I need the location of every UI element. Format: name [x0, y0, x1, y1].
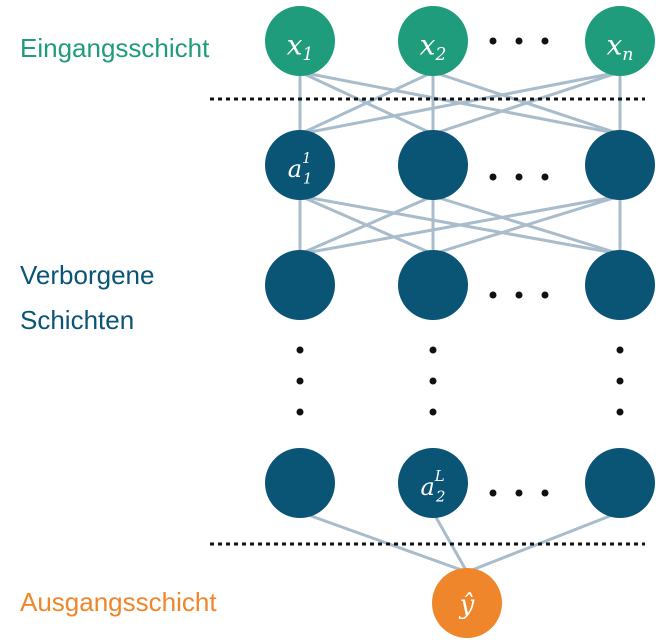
ellipsis-dot-v-2-1	[429, 408, 437, 416]
node-circle	[585, 448, 655, 518]
ellipsis-dot-h-0-2	[541, 37, 549, 45]
edge-input-2-to-hidden_first-0	[299, 70, 621, 136]
ellipsis-dot-v-0-2	[616, 346, 624, 354]
connection-lines	[298, 70, 622, 574]
edge-input-1-to-hidden_first-0	[299, 70, 434, 136]
node-label-input-2: x2	[420, 28, 447, 64]
ellipsis-dot-v-2-0	[296, 408, 304, 416]
hidden-layers-label-line2: Schichten	[20, 305, 134, 335]
node-hidden_last-3	[585, 448, 655, 518]
ellipsis-dot-v-1-0	[296, 377, 304, 385]
node-circle	[432, 568, 502, 638]
ellipsis-dot-h-2-0	[489, 291, 497, 299]
node-hidden_second-1	[265, 250, 335, 320]
node-hidden_second-2	[398, 250, 468, 320]
node-hidden_second-3	[585, 250, 655, 320]
ellipsis-dot-h-2-1	[515, 291, 523, 299]
ellipsis-dot-h-3-0	[489, 489, 497, 497]
node-circle	[585, 130, 655, 200]
node-hidden_last-1	[265, 448, 335, 518]
node-input-2: x2	[398, 6, 468, 76]
node-circle	[585, 250, 655, 320]
ellipsis-dot-v-0-1	[429, 346, 437, 354]
hidden-layers-label-line1: Verborgene	[20, 260, 154, 290]
ellipsis-dot-h-1-1	[515, 173, 523, 181]
ellipsis-dot-h-1-2	[541, 173, 549, 181]
node-circle	[398, 6, 468, 76]
node-circle	[398, 130, 468, 200]
edge-input-2-to-hidden_first-1	[432, 70, 621, 136]
edge-hidden_first-1-to-hidden_second-0	[299, 194, 434, 256]
ellipsis-dot-h-0-0	[489, 37, 497, 45]
edge-hidden-last-2-to-output	[466, 510, 621, 574]
ellipsis-dot-v-1-2	[616, 377, 624, 385]
node-circle	[265, 6, 335, 76]
edge-hidden_first-2-to-hidden_second-0	[299, 194, 621, 256]
node-label-output: ŷ	[459, 590, 475, 620]
ellipsis-dot-h-2-2	[541, 291, 549, 299]
node-label-input-3: xn	[607, 28, 634, 64]
node-hidden_first-2	[398, 130, 468, 200]
node-circle	[265, 448, 335, 518]
ellipsis-dot-h-3-2	[541, 489, 549, 497]
node-output: ŷ	[432, 568, 502, 638]
node-circle	[585, 6, 655, 76]
layer-separators	[210, 97, 645, 546]
ellipsis-dot-h-1-0	[489, 173, 497, 181]
edge-hidden_first-2-to-hidden_second-1	[432, 194, 621, 256]
node-circle	[398, 448, 468, 518]
node-circle	[398, 250, 468, 320]
ellipsis-dot-v-0-0	[296, 346, 304, 354]
ellipsis-dots	[296, 37, 624, 497]
edge-hidden-last-0-to-output	[299, 510, 468, 574]
node-input-1: x1	[265, 6, 335, 76]
ellipsis-dot-h-0-1	[515, 37, 523, 45]
node-hidden_first-3	[585, 130, 655, 200]
ellipsis-dot-v-2-2	[616, 408, 624, 416]
node-input-3: xn	[585, 6, 655, 76]
node-circle	[265, 130, 335, 200]
output-layer-label: Ausgangsschicht	[20, 587, 217, 617]
layer-labels: Eingangsschicht Verborgene Schichten Aus…	[20, 33, 217, 617]
node-circle	[265, 250, 335, 320]
input-layer-label: Eingangsschicht	[20, 33, 210, 63]
node-label-input-1: x1	[287, 28, 314, 64]
edge-hidden-last-1-to-output	[431, 511, 469, 573]
ellipsis-dot-v-1-1	[429, 377, 437, 385]
ellipsis-dot-h-3-1	[515, 489, 523, 497]
